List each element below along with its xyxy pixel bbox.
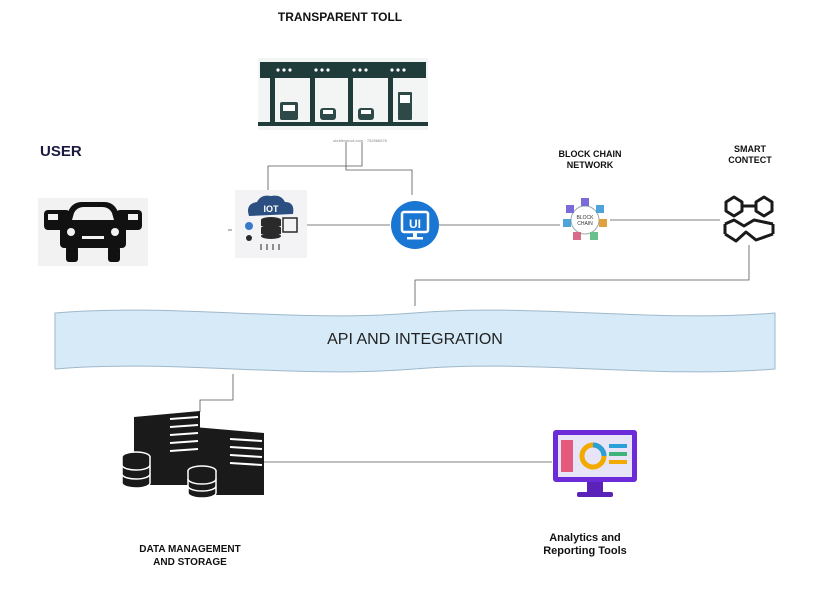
smart-contract-line2: CONTECT (728, 155, 772, 165)
data-storage-icon (121, 411, 264, 499)
blockchain-icon: BLOCK CHAIN (563, 198, 607, 240)
api-to-data-line (199, 374, 234, 412)
data-management-line1: DATA MANAGEMENT (139, 544, 241, 555)
api-integration-band (54, 309, 776, 373)
analytics-line2: Reporting Tools (543, 545, 627, 557)
ui-text: UI (409, 217, 421, 231)
blockchain-logo-line1: BLOCK (577, 215, 595, 221)
analytics-line1: Analytics and (549, 532, 621, 544)
blockchain-label: BLOCK CHAIN NETWORK (540, 149, 640, 171)
blockchain-logo-line2: CHAIN (577, 221, 593, 227)
api-integration-label: API AND INTEGRATION (327, 331, 503, 348)
cars-icon (38, 198, 148, 266)
analytics-monitor-icon (553, 430, 637, 497)
smart-contract-label: SMART CONTECT (712, 144, 788, 166)
ui-icon: UI (391, 201, 439, 249)
toll-plaza-icon (258, 58, 428, 130)
smart-contract-line1: SMART (734, 144, 766, 154)
toll-to-iot-line (267, 142, 363, 194)
blockchain-line1: BLOCK CHAIN (558, 149, 622, 159)
data-management-line2: AND STORAGE (153, 557, 227, 568)
handshake-cubes-icon (723, 195, 775, 243)
user-label: USER (40, 143, 82, 160)
image-credit: shutterstock.com · 752966578 (333, 138, 387, 143)
data-management-label: DATA MANAGEMENT AND STORAGE (110, 543, 270, 569)
analytics-label: Analytics and Reporting Tools (520, 532, 650, 558)
smart-to-api-line (414, 245, 750, 306)
page-title: TRANSPARENT TOLL (277, 10, 403, 24)
iot-text: IOT (264, 204, 280, 214)
iot-icon: IOT (235, 190, 307, 258)
blockchain-line2: NETWORK (566, 160, 614, 170)
ui-to-toll-line (345, 142, 413, 195)
